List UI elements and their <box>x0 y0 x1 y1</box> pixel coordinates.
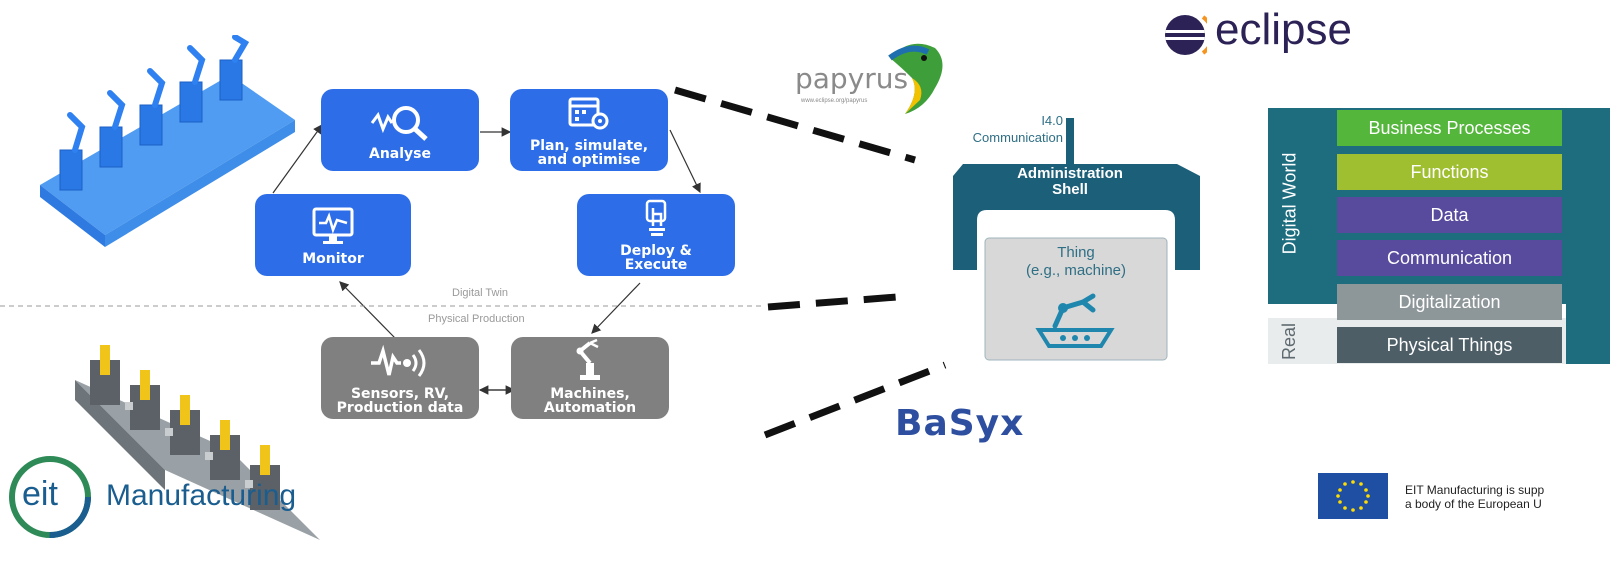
eit-ring-icon <box>9 456 91 538</box>
physical-production-label: Physical Production <box>428 313 525 325</box>
deploy-execute-box: Deploy & Execute <box>577 194 735 276</box>
rami-row-business-processes: Business Processes <box>1337 110 1562 146</box>
monitor-label: Monitor <box>302 251 364 267</box>
eu-text-line1: EIT Manufacturing is supp <box>1405 483 1545 497</box>
plan-simulate-optimise-box: Plan, simulate, and optimise <box>510 89 668 171</box>
machines-label-line2: Automation <box>543 400 637 416</box>
rami-row-digitalization: Digitalization <box>1337 284 1562 320</box>
shell-title-line1: Administration <box>1017 165 1123 182</box>
eclipse-icon <box>1165 15 1207 55</box>
robot-arm-icon <box>576 339 600 380</box>
plan-label-line2: and optimise <box>537 152 641 168</box>
digital-twin-label: Digital Twin <box>452 287 509 299</box>
thing-label-line2: (e.g., machine) <box>1025 262 1127 279</box>
digital-world-text: Digital World <box>1279 152 1300 254</box>
rami-digital-world-label: Digital World <box>1270 110 1310 296</box>
comm-label: I4.0 Communication <box>935 112 1063 146</box>
eit-manufacturing-text: Manufacturing <box>106 479 297 512</box>
analyse-label: Analyse <box>368 146 431 162</box>
rami-real-label: Real <box>1270 318 1310 364</box>
monitor-icon <box>312 207 354 244</box>
real-text: Real <box>1279 322 1300 360</box>
deploy-hand-icon <box>645 199 667 236</box>
eit-manufacturing-logo: eit Manufacturing <box>8 455 338 540</box>
plan-label-line1: Plan, simulate, <box>529 138 649 154</box>
papyrus-logo: papyrus www.eclipse.org/papyrus <box>795 38 950 118</box>
thing-label: Thing (e.g., machine) <box>985 244 1167 280</box>
rami-row-physical-things: Physical Things <box>1337 327 1562 363</box>
eclipse-wordmark: eclipse <box>1215 5 1352 54</box>
administration-shell-diagram: I4.0 Communication Administration Shell … <box>935 110 1205 370</box>
eu-flag-icon <box>1318 473 1388 519</box>
sensor-signal-icon <box>371 345 426 377</box>
rami-row-data: Data <box>1337 197 1562 233</box>
sensors-label-line2: Production data <box>336 400 464 416</box>
machines-label-line1: Machines, <box>550 386 630 402</box>
shell-title: Administration Shell <box>995 166 1145 198</box>
machines-box: Machines, Automation <box>511 337 669 419</box>
eu-text-line2: a body of the European U <box>1405 497 1542 511</box>
rami-right-strip <box>1566 108 1610 364</box>
sensors-box: Sensors, RV, Production data <box>321 337 479 419</box>
analyse-magnifier-icon <box>370 106 428 141</box>
conveyor-robot-icon <box>1035 293 1115 348</box>
monitor-box: Monitor <box>255 194 411 276</box>
calendar-gear-icon <box>568 97 609 130</box>
comm-label-line1: I4.0 <box>1041 113 1063 128</box>
analyse-box: Analyse <box>321 89 479 171</box>
eu-support-text: EIT Manufacturing is supp a body of the … <box>1405 483 1544 511</box>
deploy-label-line1: Deploy & <box>620 243 692 259</box>
shell-title-line2: Shell <box>1052 181 1088 198</box>
physical-production-line-illustration <box>75 345 320 540</box>
sensors-label-line1: Sensors, RV, <box>350 386 450 402</box>
papyrus-bird-icon <box>888 43 943 114</box>
papyrus-wordmark: papyrus <box>795 62 909 95</box>
shell-frame <box>953 118 1200 361</box>
rami-row-communication: Communication <box>1337 240 1562 276</box>
deploy-label-line2: Execute <box>624 257 688 273</box>
comm-label-line2: Communication <box>972 130 1063 145</box>
rami-row-functions: Functions <box>1337 154 1562 190</box>
basyx-logo: BaSyx <box>895 403 1025 444</box>
papyrus-url: www.eclipse.org/papyrus <box>801 98 868 104</box>
eit-text: eit <box>22 475 58 513</box>
digital-robot-line-illustration <box>40 35 295 247</box>
eclipse-logo: eclipse <box>1163 5 1393 60</box>
thing-label-line1: Thing <box>1057 244 1095 261</box>
